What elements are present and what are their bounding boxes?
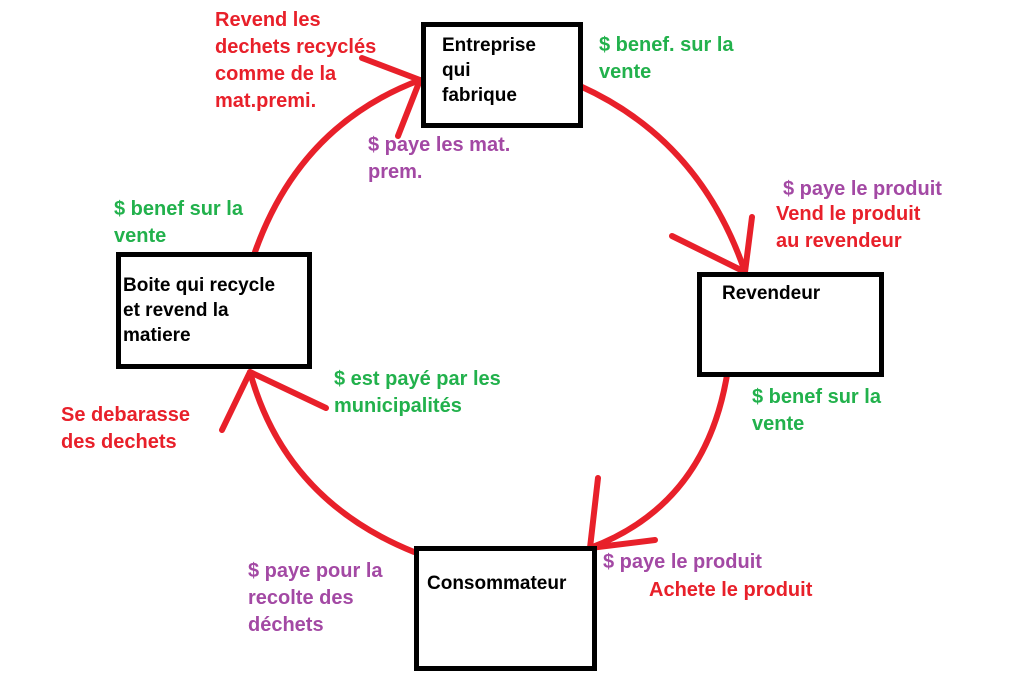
label-benef-vente-recycleur: $ benef sur la vente — [114, 198, 243, 247]
node-entreprise: Entreprise qui fabrique — [421, 22, 583, 128]
node-recycleur-label: Boite qui recycle et revend la matiere — [123, 275, 276, 346]
arrowhead-recycleur — [219, 369, 329, 433]
label-paye-recolte: $ paye pour la recolte des déchets — [248, 560, 383, 636]
label-revend-dechets: Revend les dechets recyclés comme de la … — [215, 9, 377, 112]
node-recycleur: Boite qui recycle et revend la matiere — [116, 252, 312, 369]
arc-consommateur-to-recycleur — [247, 369, 417, 555]
label-paye-produit-consommateur: $ paye le produit — [603, 551, 762, 573]
label-se-debarasse: Se debarasse des dechets — [61, 404, 190, 453]
node-consommateur: Consommateur — [414, 546, 597, 671]
arc-entreprise-to-revendeur — [577, 83, 748, 275]
label-paye-produit-revendeur: $ paye le produit — [783, 178, 942, 200]
label-benef-vente-entreprise: $ benef. sur la vente — [599, 34, 734, 83]
arc-revendeur-to-consommateur — [587, 372, 730, 551]
label-vend-produit: Vend le produit au revendeur — [776, 203, 921, 252]
arrowhead-consommateur — [587, 475, 658, 551]
node-revendeur: Revendeur — [697, 272, 884, 377]
label-paye-mat-prem: $ paye les mat. prem. — [368, 134, 511, 183]
node-consommateur-label: Consommateur — [427, 573, 567, 594]
label-benef-vente-revendeur: $ benef sur la vente — [752, 386, 881, 435]
label-achete-produit: Achete le produit — [649, 579, 813, 601]
arrowhead-entreprise — [359, 55, 423, 139]
label-paye-municipalites: $ est payé par les municipalités — [334, 368, 501, 417]
node-revendeur-label: Revendeur — [722, 283, 821, 304]
arc-recycleur-to-entreprise — [252, 77, 423, 255]
node-entreprise-label: Entreprise qui fabrique — [442, 35, 536, 106]
